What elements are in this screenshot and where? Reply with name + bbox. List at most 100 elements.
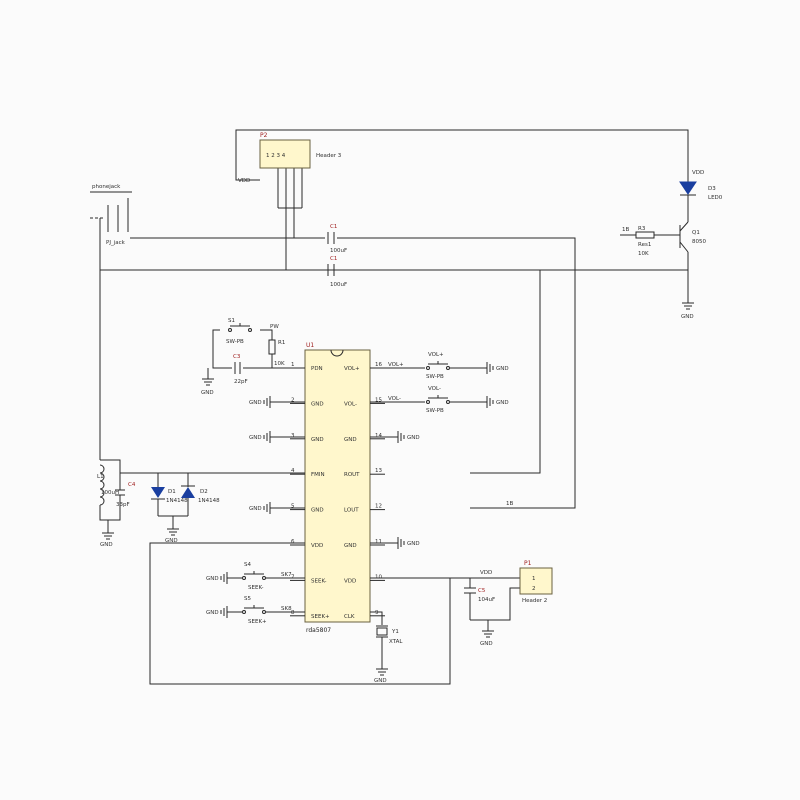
- volm-gnd: GND: [496, 400, 509, 406]
- s5-gnd: GND: [206, 610, 219, 616]
- seek-switches: GND S4 SEEK- SK7 GND S5 SEEK+ SK8: [206, 562, 305, 625]
- s4-gnd: GND: [206, 576, 219, 582]
- u1-left-pin-name: FMIN: [311, 472, 325, 478]
- d2-ref: D2: [200, 489, 208, 495]
- c4-ref: C4: [128, 482, 136, 488]
- top-wires: [100, 129, 689, 509]
- c1b-val: 100uF: [330, 282, 347, 288]
- c3-ref: C3: [233, 354, 241, 360]
- u1-right-pin-name: GND: [344, 543, 357, 549]
- u1-left-pin-number: 3: [291, 433, 295, 439]
- volp-name: SW-PB: [426, 374, 444, 380]
- volm-name: SW-PB: [426, 408, 444, 414]
- pin14-gnd: GND: [407, 435, 420, 441]
- u1-left-pin-number: 1: [291, 362, 295, 368]
- u1-left-pin-name: VDD: [311, 543, 323, 549]
- q1-name: 8050: [692, 239, 706, 245]
- u1-left-pin-name: SEEK-: [311, 578, 326, 584]
- u1-right-pin-number: 9: [375, 610, 379, 616]
- r1-val: 10K: [274, 361, 285, 367]
- u1-right-pin-name: ROUT: [344, 472, 360, 478]
- p2-ref: P2: [260, 132, 268, 139]
- u1-left-pin-number: 5: [291, 504, 295, 510]
- u1-left-pin-name: SEEK+: [311, 614, 330, 620]
- s1-net: PW: [270, 324, 279, 330]
- jack-title: phonejack: [92, 184, 121, 190]
- c5-val: 104uF: [478, 597, 495, 603]
- s4-name: SEEK-: [248, 585, 263, 591]
- s5-ref: S5: [244, 596, 251, 602]
- volume-switches: VOL+ VOL+ SW-PB GND VOL- VOL- SW-PB GND: [370, 352, 509, 414]
- s1-name: SW-PB: [226, 339, 244, 345]
- led-net-in: 1B: [622, 227, 629, 233]
- u1-left-pin-number: 7: [291, 574, 295, 580]
- d1-ref: D1: [168, 489, 176, 495]
- c5-ref: C5: [478, 588, 486, 594]
- u1-right-pin-number: 16: [375, 362, 382, 368]
- u1-name: rda5807: [306, 627, 331, 634]
- u1-right-pin-name: LOUT: [344, 508, 359, 514]
- u1-left-pin-name: GND: [311, 401, 324, 407]
- p1-name: Header 2: [522, 598, 547, 604]
- p2-vdd-label: VDD: [238, 178, 250, 184]
- s4-net: SK7: [281, 572, 292, 578]
- r3-name: Res1: [638, 242, 651, 248]
- antenna-network: L1 100uH C4 33pF GND D1 1N4148 D2 1N4148…: [97, 459, 305, 548]
- crystal-y1: Y1 XTAL GND: [370, 611, 403, 684]
- phone-jack: phonejack PJ_jack: [90, 184, 132, 460]
- u1-right-pin-name: VOL-: [344, 401, 357, 407]
- d1-name: 1N4148: [166, 498, 188, 504]
- diode-gnd: GND: [165, 538, 178, 544]
- y1-gnd: GND: [374, 678, 387, 684]
- power-switch-network: S1 SW-PB PW R1 10K C3 22pF GND: [201, 318, 305, 396]
- volp-pin-net: VOL+: [388, 362, 404, 368]
- p2-header: P2 1 2 3 4 Header 3 VDD: [238, 132, 342, 184]
- c4-val: 33pF: [116, 502, 130, 508]
- c3-val: 22pF: [234, 379, 248, 385]
- d3-ref: D3: [708, 186, 716, 192]
- u1-left-pin-number: 6: [291, 539, 295, 545]
- led-gnd-label: GND: [681, 314, 694, 320]
- p1-header: P1 1 2 Header 2: [519, 560, 553, 604]
- vdd-bus: VDD C5 104uF GND: [149, 542, 520, 685]
- volm-net: VOL-: [428, 386, 441, 392]
- u1-left-pin-name: PDN: [311, 366, 323, 372]
- u1-right-pin-number: 11: [375, 539, 382, 545]
- led-driver: VDD D3 LED0 Q1 8050 R3 Res1 10K 1B GND: [600, 170, 723, 320]
- volm-pin-net: VOL-: [388, 396, 401, 402]
- u1-right-pin-name: CLK: [344, 614, 355, 620]
- y1-name: XTAL: [389, 639, 403, 645]
- q1-ref: Q1: [692, 230, 700, 236]
- u1-right-pin-name: GND: [344, 437, 357, 443]
- u1-left-pin-name: GND: [311, 508, 324, 514]
- c1-capacitors: C1 100uF C1 100uF: [327, 224, 347, 288]
- r1-ref: R1: [278, 340, 285, 346]
- u1-left-pin-number: 8: [291, 610, 295, 616]
- l1-val: 100uH: [101, 490, 119, 496]
- c5-gnd: GND: [480, 641, 493, 647]
- c3-gnd-label: GND: [201, 390, 214, 396]
- c1a-val: 100uF: [330, 248, 347, 254]
- u1-right-pins: 16VOL+15VOL-14GND13ROUT12LOUT11GND10VDD9…: [344, 362, 385, 620]
- c5-vdd: VDD: [480, 570, 492, 576]
- u1-left-pin-number: 4: [291, 468, 295, 474]
- c1b-ref: C1: [330, 256, 337, 262]
- u1-ref: U1: [306, 342, 314, 349]
- u1-right-pin-number: 14: [375, 433, 382, 439]
- r3-ref: R3: [638, 226, 646, 232]
- p1-pin1: 1: [532, 576, 536, 582]
- c1a-ref: C1: [330, 224, 337, 230]
- s5-name: SEEK+: [248, 619, 267, 625]
- p1-pin2: 2: [532, 586, 536, 592]
- volp-gnd: GND: [496, 366, 509, 372]
- u1-right-pin-number: 10: [375, 574, 382, 580]
- pin11-gnd: GND: [407, 541, 420, 547]
- p2-name: Header 3: [316, 153, 342, 159]
- u1-right-pin-number: 13: [375, 468, 382, 474]
- ic-u1: U1 rda5807 1PDN2GND3GND4FMIN5GND6VDD7SEE…: [290, 342, 385, 634]
- pin5-gnd: GND: [249, 506, 262, 512]
- jack-ref: PJ_jack: [106, 240, 126, 246]
- s5-net: SK8: [281, 606, 292, 612]
